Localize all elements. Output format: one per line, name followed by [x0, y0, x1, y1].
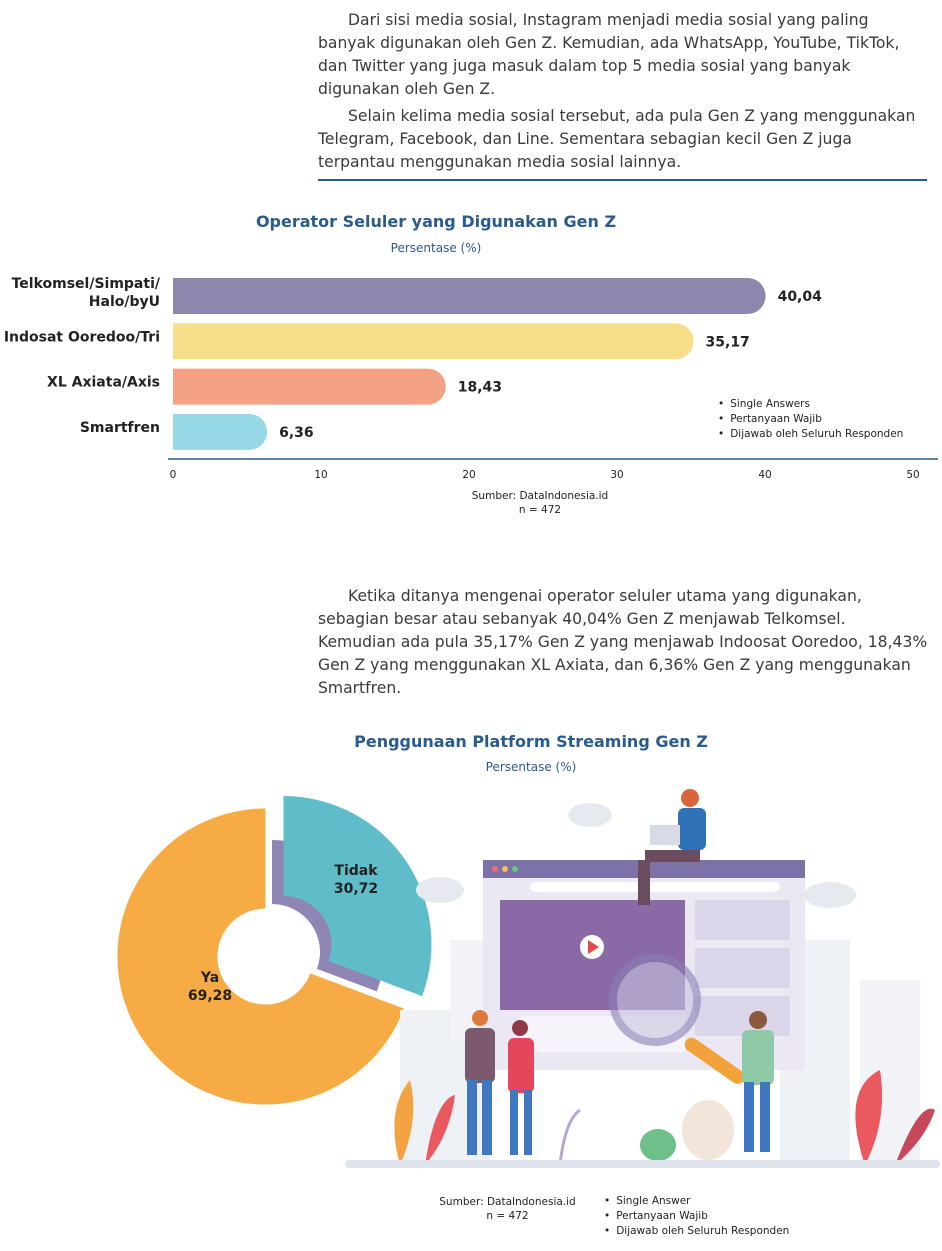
donut-slice: [117, 808, 404, 1105]
x-tick-label: 0: [170, 469, 177, 481]
pie-chart-title: Penggunaan Platform Streaming Gen Z: [354, 732, 708, 751]
pie-chart-subtitle: Persentase (%): [485, 760, 577, 774]
x-tick-label: 20: [462, 469, 475, 481]
paragraph-social-media: Dari sisi media sosial, Instagram menjad…: [318, 9, 928, 101]
browser-window-illustration: [483, 860, 805, 1070]
source-text: Sumber: DataIndonesia.id: [439, 1196, 576, 1208]
category-label: XL Axiata/Axis: [47, 375, 160, 391]
paragraph-other-social-media: Selain kelima media sosial tersebut, ada…: [318, 105, 928, 174]
pie-chart-notes: Single Answer Pertanyaan Wajib Dijawab o…: [604, 1194, 789, 1239]
paragraph-text: Selain kelima media sosial tersebut, ada…: [318, 107, 916, 171]
magnifier-illustration: [609, 954, 745, 1084]
note-item: Dijawab oleh Seluruh Responden: [718, 427, 903, 442]
bar-value-label: 40,04: [778, 289, 823, 305]
person-sitting-illustration: [638, 789, 706, 905]
x-tick-label: 30: [610, 469, 623, 481]
category-label: Indosat Ooredoo/Tri: [4, 329, 160, 345]
x-tick-label: 10: [314, 469, 327, 481]
note-item: Single Answers: [718, 397, 903, 412]
x-tick-label: 40: [758, 469, 771, 481]
bar: [173, 278, 766, 314]
note-item: Single Answer: [604, 1194, 789, 1209]
sample-size-text: n = 472: [486, 1210, 529, 1222]
bar-chart-title: Operator Seluler yang Digunakan Gen Z: [255, 212, 617, 231]
note-item: Pertanyaan Wajib: [718, 412, 903, 427]
donut-slice: [283, 796, 432, 997]
paragraph-operator: Ketika ditanya mengenai operator seluler…: [318, 585, 928, 700]
bar: [173, 368, 446, 405]
paragraph-text: Dari sisi media sosial, Instagram menjad…: [318, 11, 900, 98]
cloud-icon: [416, 803, 856, 908]
streaming-donut-chart: Ya 69,28 Tidak 30,72: [117, 796, 432, 1105]
slice-value-label: 30,72: [334, 881, 378, 897]
pie-chart-source: Sumber: DataIndonesia.id n = 472: [425, 1195, 590, 1223]
operator-bar-chart: 40,04 Telkomsel/Simpati/Halo/byU 35,17 Indo…: [4, 276, 938, 481]
bar-chart-notes: Single Answers Pertanyaan Wajib Dijawab …: [718, 397, 903, 442]
bar: [173, 323, 694, 360]
category-label: Smartfren: [80, 420, 160, 436]
x-tick-label: 50: [906, 469, 919, 481]
plant-illustration: [394, 1070, 935, 1166]
bar: [173, 413, 268, 450]
people-illustration: [465, 1010, 774, 1155]
slice-value-label: 69,28: [188, 988, 232, 1004]
section-divider: [318, 179, 927, 181]
sample-size-text: n = 472: [518, 504, 562, 516]
bar-chart-subtitle: Persentase (%): [390, 241, 482, 255]
streaming-illustration: [345, 789, 940, 1168]
note-item: Dijawab oleh Seluruh Responden: [604, 1224, 789, 1239]
bar-value-label: 35,17: [706, 334, 750, 350]
paragraph-text: Ketika ditanya mengenai operator seluler…: [318, 587, 928, 697]
ground-line: [345, 1160, 940, 1168]
money-bag-icon: [640, 1100, 734, 1161]
note-item: Pertanyaan Wajib: [604, 1209, 789, 1224]
bar-chart-source: Sumber: DataIndonesia.id n = 472: [440, 489, 640, 517]
slice-label: Tidak: [334, 863, 378, 879]
slice-label: Ya: [200, 970, 219, 986]
category-label: Halo/byU: [89, 294, 160, 310]
bar-value-label: 6,36: [279, 425, 314, 441]
bar-value-label: 18,43: [458, 380, 502, 396]
source-text: Sumber: DataIndonesia.id: [471, 490, 609, 502]
category-label: Telkomsel/Simpati/: [12, 276, 161, 292]
